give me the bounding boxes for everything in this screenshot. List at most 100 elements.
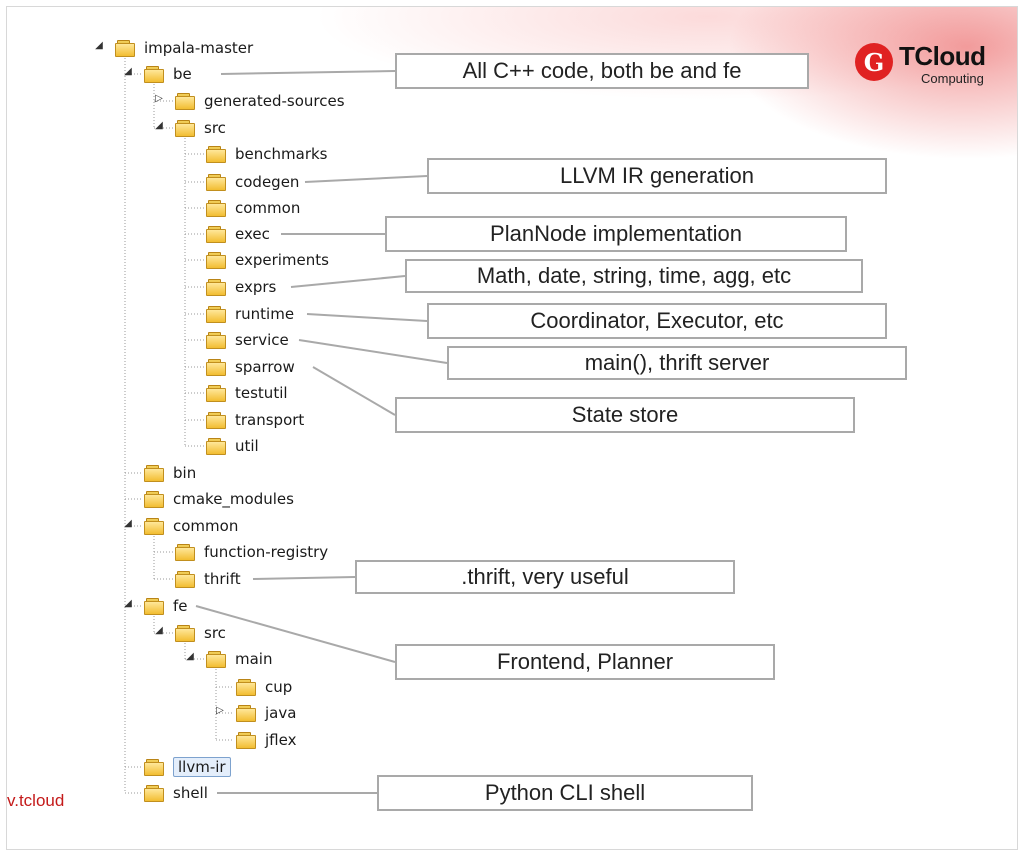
tree-connector-lines bbox=[124, 58, 234, 794]
callout-leader-line bbox=[220, 70, 396, 75]
folder-icon bbox=[206, 411, 226, 429]
tree-node-label: util bbox=[235, 437, 259, 455]
folder-icon bbox=[206, 650, 226, 668]
tree-node-impala-master[interactable]: impala-master bbox=[115, 37, 253, 59]
tree-node-label: common bbox=[235, 199, 301, 217]
callout-box: Coordinator, Executor, etc bbox=[427, 303, 887, 339]
tree-node-fe[interactable]: fe bbox=[144, 595, 188, 617]
tree-node-be[interactable]: be bbox=[144, 63, 192, 85]
folder-icon bbox=[206, 358, 226, 376]
tree-node-jflex[interactable]: jflex bbox=[236, 729, 296, 751]
callout-box: Python CLI shell bbox=[377, 775, 753, 811]
tree-node-experiments[interactable]: experiments bbox=[206, 249, 329, 271]
folder-icon bbox=[144, 758, 164, 776]
folder-icon bbox=[206, 251, 226, 269]
expanded-toggle-icon[interactable]: ◢ bbox=[95, 40, 103, 51]
tree-node-label: experiments bbox=[235, 251, 329, 269]
tree-node-label: llvm-ir bbox=[173, 757, 231, 777]
tree-node-cup[interactable]: cup bbox=[236, 676, 292, 698]
tree-node-benchmarks[interactable]: benchmarks bbox=[206, 143, 327, 165]
collapsed-toggle-icon[interactable]: ▷ bbox=[155, 93, 163, 104]
expanded-toggle-icon[interactable]: ◢ bbox=[124, 518, 132, 529]
tree-node-shell[interactable]: shell bbox=[144, 782, 208, 804]
tree-node-label: common bbox=[173, 517, 239, 535]
folder-icon bbox=[236, 731, 256, 749]
tree-node-common[interactable]: common bbox=[144, 515, 238, 537]
tree-node-label: cup bbox=[265, 678, 293, 696]
tree-node-codegen[interactable]: codegen bbox=[206, 171, 299, 193]
folder-icon bbox=[236, 704, 256, 722]
folder-icon bbox=[236, 678, 256, 696]
tree-node-label: src bbox=[204, 624, 226, 642]
tree-node-label: function-registry bbox=[204, 543, 329, 561]
footer-url: v.tcloud bbox=[7, 791, 65, 810]
tree-node-thrift[interactable]: thrift bbox=[175, 568, 241, 590]
folder-icon bbox=[144, 65, 164, 83]
tree-node-label: benchmarks bbox=[235, 145, 328, 163]
tree-node-label: runtime bbox=[235, 305, 295, 323]
tree-node-exprs[interactable]: exprs bbox=[206, 276, 276, 298]
tree-node-service[interactable]: service bbox=[206, 329, 289, 351]
tree-node-cmake-modules[interactable]: cmake_modules bbox=[144, 488, 294, 510]
tree-node-transport[interactable]: transport bbox=[206, 409, 304, 431]
callout-box: State store bbox=[395, 397, 855, 433]
tree-node-label: be bbox=[173, 65, 192, 83]
callout-box: .thrift, very useful bbox=[355, 560, 735, 594]
tree-node-label: bin bbox=[173, 464, 197, 482]
expanded-toggle-icon[interactable]: ◢ bbox=[186, 651, 194, 662]
tree-node-generated-sources[interactable]: generated-sources bbox=[175, 90, 345, 112]
folder-icon bbox=[206, 145, 226, 163]
expanded-toggle-icon[interactable]: ◢ bbox=[124, 66, 132, 77]
tree-node-label: shell bbox=[173, 784, 208, 802]
tcloud-logo-name: TCloud bbox=[899, 41, 986, 71]
tcloud-logo: G TCloud Computing bbox=[855, 41, 1015, 89]
tree-node-runtime[interactable]: runtime bbox=[206, 303, 294, 325]
tree-node-label: jflex bbox=[265, 731, 297, 749]
folder-icon bbox=[175, 624, 195, 642]
folder-icon bbox=[206, 384, 226, 402]
tree-node-sparrow[interactable]: sparrow bbox=[206, 356, 295, 378]
folder-icon bbox=[206, 278, 226, 296]
tree-node-label: codegen bbox=[235, 173, 300, 191]
tree-node-bin[interactable]: bin bbox=[144, 462, 196, 484]
tree-node-label: transport bbox=[235, 411, 305, 429]
collapsed-toggle-icon[interactable]: ▷ bbox=[216, 705, 224, 716]
tree-node-java[interactable]: java bbox=[236, 702, 296, 724]
folder-icon bbox=[175, 570, 195, 588]
folder-icon bbox=[206, 173, 226, 191]
tree-node-label: exec bbox=[235, 225, 270, 243]
folder-icon bbox=[175, 92, 195, 110]
expanded-toggle-icon[interactable]: ◢ bbox=[155, 120, 163, 131]
folder-icon bbox=[206, 331, 226, 349]
callout-leader-line bbox=[304, 175, 428, 183]
folder-icon bbox=[144, 597, 164, 615]
tcloud-logo-subtitle: Computing bbox=[921, 71, 984, 86]
tree-node-label: fe bbox=[173, 597, 188, 615]
tcloud-logo-mark: G bbox=[855, 43, 893, 81]
tree-node-src[interactable]: src bbox=[175, 622, 226, 644]
folder-icon bbox=[144, 464, 164, 482]
tree-node-function-registry[interactable]: function-registry bbox=[175, 541, 328, 563]
folder-icon bbox=[144, 490, 164, 508]
folder-icon bbox=[144, 517, 164, 535]
tree-node-label: thrift bbox=[204, 570, 241, 588]
callout-box: main(), thrift server bbox=[447, 346, 907, 380]
tree-node-src[interactable]: src bbox=[175, 117, 226, 139]
tree-node-testutil[interactable]: testutil bbox=[206, 382, 288, 404]
expanded-toggle-icon[interactable]: ◢ bbox=[155, 625, 163, 636]
callout-leader-line bbox=[195, 605, 396, 663]
tree-node-exec[interactable]: exec bbox=[206, 223, 270, 245]
tree-node-label: src bbox=[204, 119, 226, 137]
tree-node-label: sparrow bbox=[235, 358, 295, 376]
callout-leader-line bbox=[290, 275, 406, 288]
callout-leader-line bbox=[252, 576, 356, 580]
tree-node-main[interactable]: main bbox=[206, 648, 272, 670]
callout-box: LLVM IR generation bbox=[427, 158, 887, 194]
callout-box: PlanNode implementation bbox=[385, 216, 847, 252]
tree-node-common[interactable]: common bbox=[206, 197, 300, 219]
tree-node-llvm-ir[interactable]: llvm-ir bbox=[144, 756, 231, 778]
tree-node-label: cmake_modules bbox=[173, 490, 294, 508]
tree-node-util[interactable]: util bbox=[206, 435, 259, 457]
expanded-toggle-icon[interactable]: ◢ bbox=[124, 598, 132, 609]
tree-node-label: exprs bbox=[235, 278, 277, 296]
